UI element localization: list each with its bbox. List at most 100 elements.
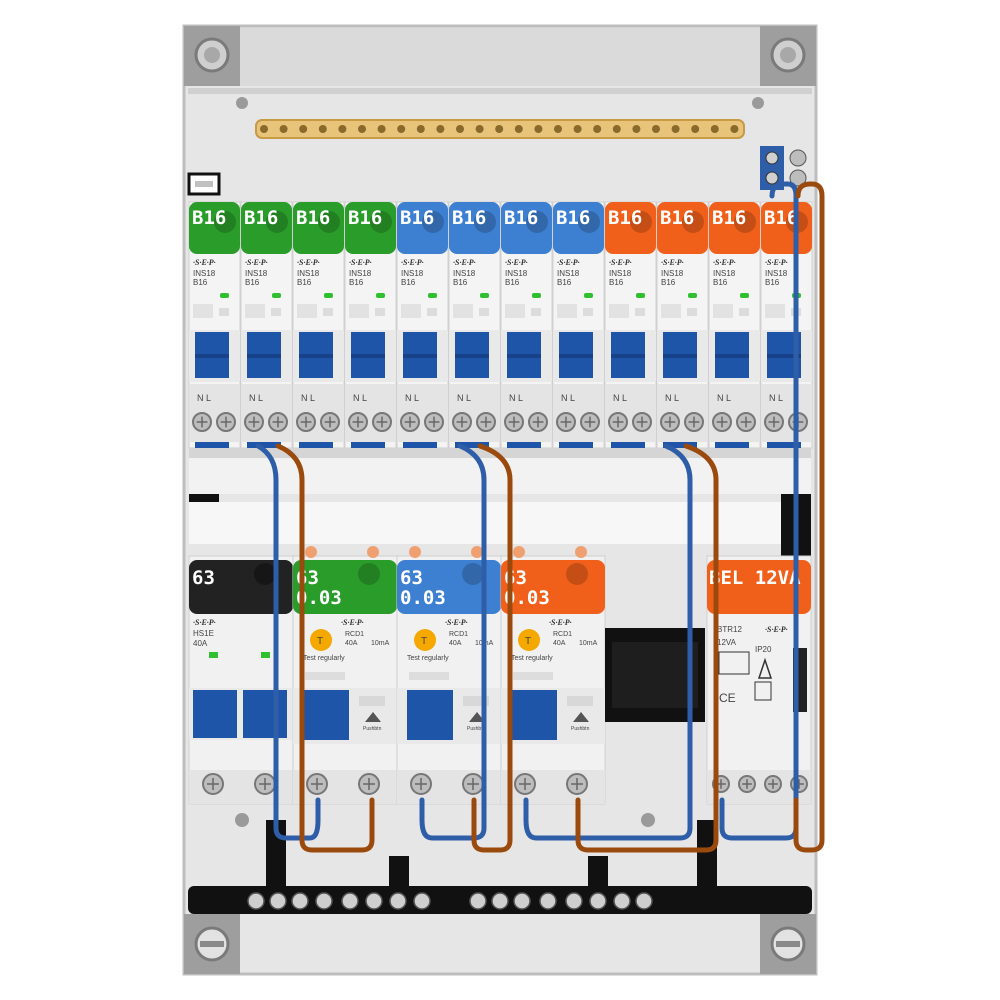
mcb-terminal-housing bbox=[553, 384, 604, 442]
mcb-model: INS18 bbox=[349, 269, 372, 278]
terminal-screw bbox=[244, 412, 264, 432]
rcd-cap-nub bbox=[575, 546, 587, 558]
mcb-status-led bbox=[376, 293, 385, 298]
mcb-terminal-housing bbox=[293, 384, 344, 442]
mcb-label-cap bbox=[605, 202, 656, 254]
mcb-rating-label: B16 bbox=[244, 207, 278, 229]
rcd-label-line2: 0.03 bbox=[400, 587, 446, 609]
rcd-trip-flag bbox=[359, 696, 385, 706]
rcd-cap-nub bbox=[409, 546, 421, 558]
mcb-base-clip bbox=[507, 442, 541, 448]
mcb-status-led bbox=[480, 293, 489, 298]
mcb-label-cap bbox=[709, 202, 760, 254]
mcb-rating-label: B16 bbox=[556, 207, 590, 229]
rcd-sensitivity: 10mA bbox=[371, 640, 390, 647]
bell-transformer-label: BEL 12VA bbox=[709, 567, 801, 589]
main-switch-toggle bbox=[243, 690, 287, 738]
neutral-bar-terminals bbox=[247, 892, 653, 910]
mcb-terminal-labels: N L bbox=[769, 393, 783, 403]
mcb-label-cap bbox=[293, 202, 344, 254]
mcb-status-led bbox=[532, 293, 541, 298]
mcb-terminal-housing bbox=[605, 384, 656, 442]
earth-terminal-hole bbox=[514, 125, 523, 133]
terminal-screw bbox=[424, 412, 444, 432]
mcb-terminal-labels: N L bbox=[613, 393, 627, 403]
rcd-label-line1: 63 bbox=[400, 567, 423, 589]
terminal-screw bbox=[296, 412, 316, 432]
terminal-screw bbox=[566, 773, 588, 795]
rcd-cap-nub bbox=[305, 546, 317, 558]
mcb-label-cap-hole bbox=[474, 211, 496, 233]
label-cap-hole bbox=[254, 563, 276, 585]
mcb-terminal-housing bbox=[345, 384, 396, 442]
mcb-toggle-ridge bbox=[663, 354, 697, 358]
mcb-rating: B16 bbox=[765, 278, 780, 287]
mcb-base-clip bbox=[663, 442, 697, 448]
earth-terminal-hole bbox=[730, 125, 739, 133]
mcb-brand: ·S·E·P· bbox=[661, 258, 684, 267]
mcb-rating: B16 bbox=[661, 278, 676, 287]
mcb-toggle-ridge bbox=[299, 354, 333, 358]
screw bbox=[236, 97, 248, 109]
mcb-terminal-labels: N L bbox=[561, 393, 575, 403]
main-switch-label-cap bbox=[189, 560, 293, 614]
rcd-brand: ·S·E·P· bbox=[341, 618, 364, 627]
terminal-screw bbox=[452, 412, 472, 432]
rcd-model: RCD1 bbox=[449, 631, 468, 638]
neutral-terminal bbox=[565, 892, 583, 910]
rcd-trip-flag bbox=[567, 696, 593, 706]
neutral-wire bbox=[255, 443, 321, 841]
rcd-push-icon bbox=[469, 712, 485, 722]
mcb-spec-text bbox=[453, 304, 473, 318]
rcd-cap-nub bbox=[471, 546, 483, 558]
main-switch-model: HS1E bbox=[193, 629, 214, 638]
wiring bbox=[255, 181, 825, 853]
rcd-label-line1: 63 bbox=[296, 567, 319, 589]
terminal-screw bbox=[320, 412, 340, 432]
rcd-test-button bbox=[414, 629, 436, 651]
mcb-rating-label: B16 bbox=[608, 207, 642, 229]
mcb-rating: B16 bbox=[401, 278, 416, 287]
neutral-terminal bbox=[589, 892, 607, 910]
blanking-cover bbox=[397, 458, 605, 494]
terminal-screw bbox=[608, 412, 628, 432]
rcd-toggle bbox=[511, 690, 557, 740]
mcb-rating-label: B16 bbox=[400, 207, 434, 229]
rcd-test-regularly: Test regularly bbox=[303, 655, 345, 662]
rcd-toggle bbox=[303, 690, 349, 740]
bell-label-cap bbox=[707, 560, 811, 614]
mcb-label-cap-hole bbox=[578, 211, 600, 233]
mcb-model: INS18 bbox=[505, 269, 528, 278]
mcb-spec-text bbox=[557, 304, 577, 318]
label-cap-hole bbox=[566, 563, 588, 585]
main-switch-rating: 40A bbox=[193, 639, 208, 648]
weee-icon bbox=[754, 681, 772, 701]
terminal-screw bbox=[400, 412, 420, 432]
rcd-marks bbox=[305, 672, 345, 680]
enclosure bbox=[182, 24, 818, 976]
terminal-screw bbox=[528, 412, 548, 432]
mcb-ce-mark bbox=[531, 308, 541, 316]
mcb-status-led bbox=[272, 293, 281, 298]
mcb-ce-mark bbox=[271, 308, 281, 316]
earth-terminal-hole bbox=[691, 125, 700, 133]
terminal-screw bbox=[684, 412, 704, 432]
earth-terminal-hole bbox=[358, 125, 366, 133]
bell-rating: 12VA bbox=[717, 638, 737, 647]
rcd-cap-nub bbox=[367, 546, 379, 558]
earth-terminal-hole bbox=[632, 125, 641, 133]
incoming-terminal-block bbox=[760, 146, 807, 190]
mcb-rating: B16 bbox=[349, 278, 364, 287]
test-icon: T bbox=[525, 636, 531, 647]
mcb-model: INS18 bbox=[661, 269, 684, 278]
mcb-rating-label: B16 bbox=[452, 207, 486, 229]
rcd-label-cap bbox=[501, 560, 605, 614]
mcb-model: INS18 bbox=[765, 269, 788, 278]
top-divider bbox=[188, 88, 812, 94]
mcb-model: INS18 bbox=[453, 269, 476, 278]
mcb-label-cap bbox=[657, 202, 708, 254]
blanking-cover bbox=[189, 458, 397, 494]
mcb-label-cap bbox=[761, 202, 812, 254]
